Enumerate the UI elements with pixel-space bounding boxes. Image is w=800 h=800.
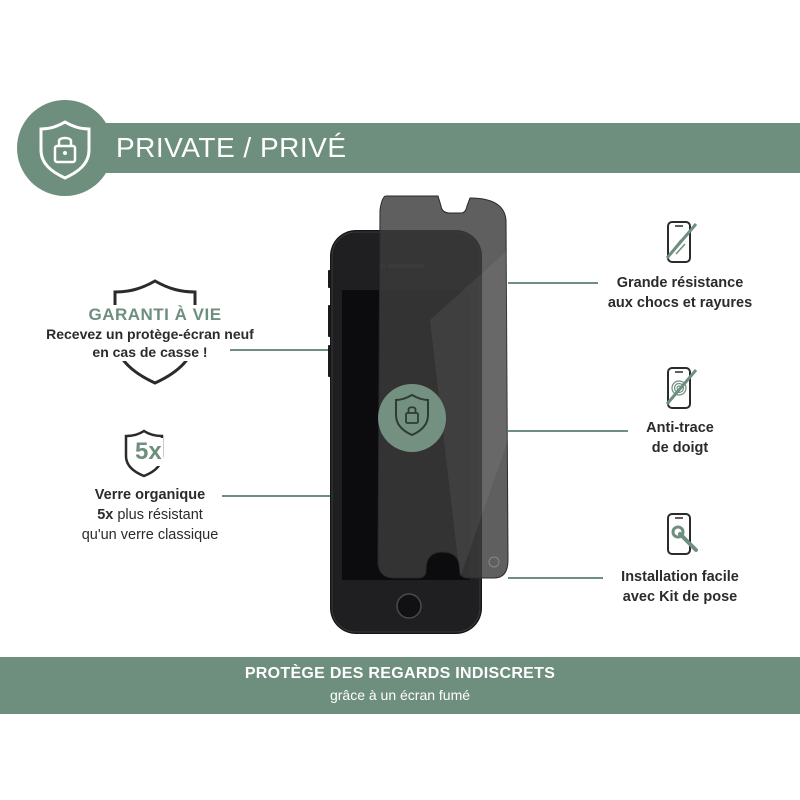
impact-text: Grande résistance aux chocs et rayures [590,273,770,313]
footer-title: PROTÈGE DES REGARDS INDISCRETS [244,665,556,682]
shield-outline-icon [113,279,197,385]
install-text: Installation facile avec Kit de pose [590,567,770,607]
header-band [40,123,800,173]
organic-line3: qu'un verre classique [81,527,219,543]
connector-guarantee [222,349,330,351]
organic-text: Verre organique 5x plus résistant qu'un … [60,485,240,545]
phone-illustration [328,195,509,634]
phone-wrench-icon [667,513,698,555]
connector-fingerprint [508,430,628,432]
badge-5x: 5x [124,428,176,478]
guarantee-line1: Recevez un protège-écran neuf [20,325,280,343]
header-badge [17,100,113,196]
fingerprint-text: Anti-trace de doigt [600,418,760,458]
shield-lock-icon [39,120,91,180]
guarantee-line2: en cas de casse ! [70,343,230,361]
impact-line2: aux chocs et rayures [607,295,753,311]
guarantee-title: GARANTI À VIE [70,305,240,325]
footer-band: PROTÈGE DES REGARDS INDISCRETS grâce à u… [0,657,800,714]
phone-scratch-icon [665,221,698,263]
connector-organic [222,495,330,497]
page-title: PRIVATE / PRIVÉ [116,132,347,163]
organic-line2-rest: plus résistant [113,507,203,523]
connector-install [508,577,603,579]
fingerprint-line1: Anti-trace [646,420,714,436]
install-line1: Installation facile [621,569,739,585]
phone-fingerprint-icon [665,367,698,409]
impact-line1: Grande résistance [616,275,744,291]
badge-5x-label: 5x [134,438,163,466]
footer-subtitle: grâce à un écran fumé [329,687,471,703]
organic-title: Verre organique [94,487,206,503]
shield-5x-icon [124,429,164,478]
organic-line2-bold: 5x [97,507,114,523]
connector-impact [508,282,598,284]
fingerprint-line2: de doigt [651,440,709,456]
organic-line2: 5x plus résistant [60,505,240,525]
install-line2: avec Kit de pose [622,589,738,605]
